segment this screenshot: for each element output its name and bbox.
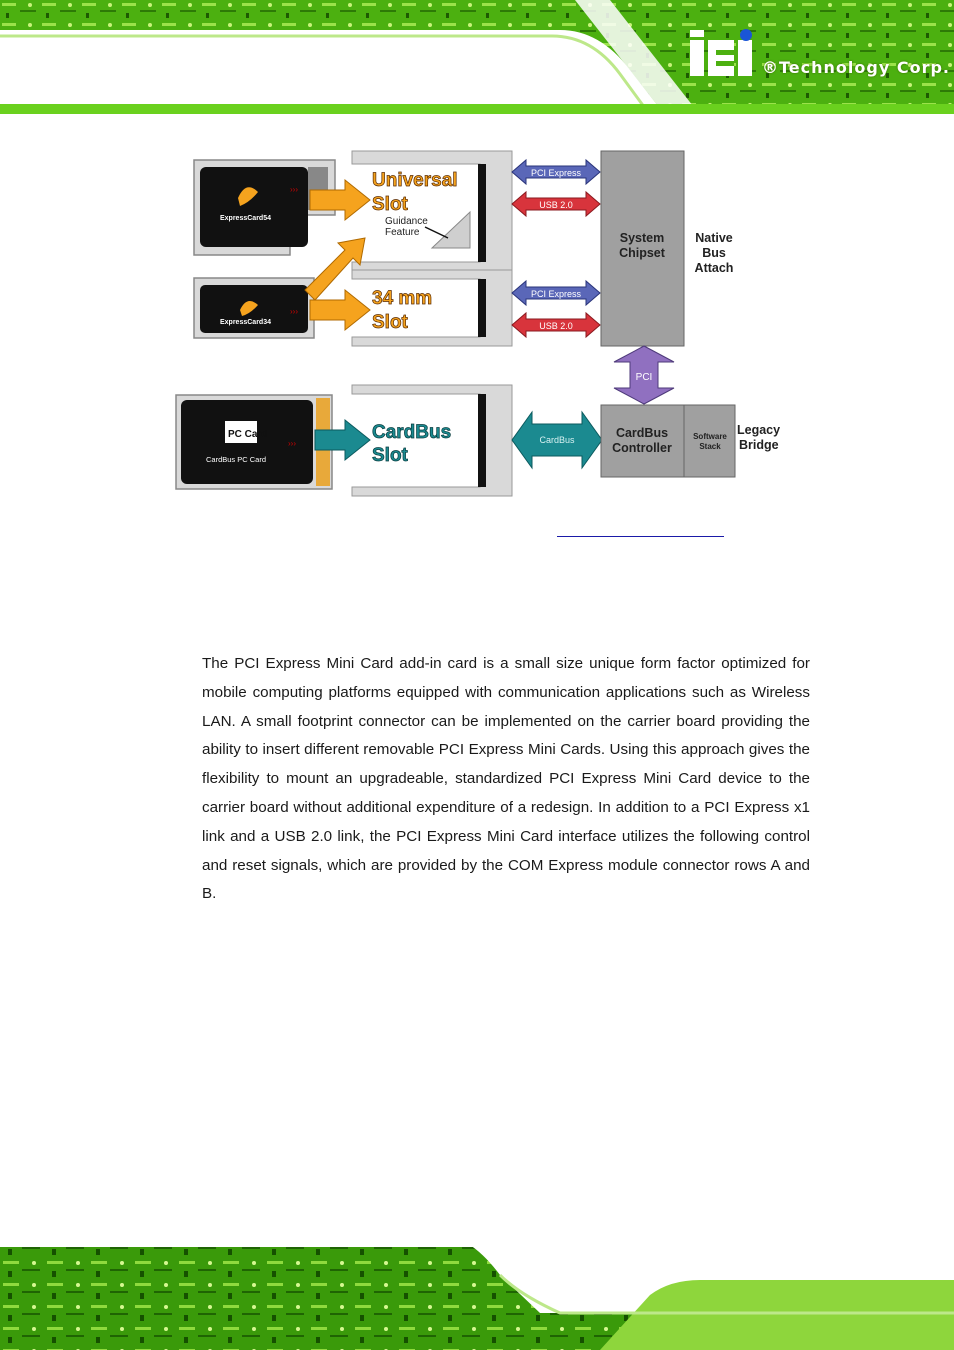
expresscard54-label: ExpressCard54 bbox=[220, 215, 271, 222]
cardbus-link-label: CardBus bbox=[539, 435, 575, 445]
body-paragraph: The PCI Express Mini Card add-in card is… bbox=[202, 655, 810, 903]
usb-link-2 bbox=[511, 311, 601, 339]
usb-label-1: USB 2.0 bbox=[539, 200, 573, 210]
pci-express-label-2: PCI Express bbox=[531, 289, 582, 299]
universal-slot-label-2: Slot bbox=[372, 194, 409, 215]
native-bus-label: Native bbox=[695, 231, 733, 245]
cardbus-controller-block bbox=[600, 404, 685, 478]
footer-banner bbox=[0, 1235, 954, 1350]
iei-logo bbox=[690, 29, 752, 76]
guidance-label-2: Feature bbox=[385, 227, 420, 238]
universal-slot-label: Universal bbox=[372, 170, 458, 191]
arrow-marks-icon: ››› bbox=[290, 185, 298, 194]
cardbus-controller-label: CardBus bbox=[616, 426, 668, 440]
express-logo-icon bbox=[240, 301, 258, 316]
pc-card-label: CardBus PC Card bbox=[206, 455, 266, 464]
native-bus-label-3: Attach bbox=[695, 261, 734, 275]
cardbus-slot-label-2: Slot bbox=[372, 445, 409, 466]
arrow-icon bbox=[309, 288, 371, 332]
pci-link bbox=[613, 345, 675, 405]
arrow-marks-icon: ››› bbox=[290, 307, 298, 316]
pc-card-logo-text: PC Card bbox=[228, 429, 267, 440]
guidance-label: Guidance bbox=[385, 216, 428, 227]
pc-card-logo-icon bbox=[225, 421, 257, 443]
software-stack-label: Software bbox=[693, 432, 727, 441]
pc-card: PC Card CardBus PC Card ››› bbox=[175, 394, 333, 490]
circuit-board-header-image bbox=[0, 0, 954, 115]
legacy-bridge-label: Legacy bbox=[737, 423, 780, 437]
usb-link-1 bbox=[511, 190, 601, 218]
expresscard34-label: ExpressCard34 bbox=[220, 319, 271, 326]
pci-link-label: PCI bbox=[636, 372, 653, 383]
pci-express-link-1 bbox=[511, 158, 601, 186]
arrow-icon bbox=[309, 178, 371, 222]
header-banner: ®Technology Corp. bbox=[0, 0, 954, 115]
cardbus-controller-label-2: Controller bbox=[612, 441, 672, 455]
expresscard54-card: ExpressCard54 ››› bbox=[193, 159, 336, 256]
legacy-bridge-label-2: Bridge bbox=[739, 438, 779, 452]
system-chipset-label: System bbox=[620, 231, 664, 245]
software-stack-label-2: Stack bbox=[699, 442, 721, 451]
software-stack-block bbox=[683, 404, 736, 478]
circuit-board-footer-image bbox=[0, 1235, 954, 1350]
arrow-icon bbox=[304, 237, 366, 301]
pci-express-label-1: PCI Express bbox=[531, 168, 582, 178]
arrow-marks-icon: ››› bbox=[288, 439, 296, 448]
express-logo-icon bbox=[238, 187, 258, 206]
pci-express-link-2 bbox=[511, 279, 601, 307]
company-name: ®Technology Corp. bbox=[762, 58, 950, 77]
caption-underline bbox=[557, 536, 724, 537]
34mm-slot-label: 34 mm bbox=[372, 288, 432, 309]
system-chipset-block bbox=[600, 150, 685, 347]
expresscard34-card: ExpressCard34 ››› bbox=[193, 277, 315, 339]
34mm-slot-label-2: Slot bbox=[372, 312, 409, 333]
native-bus-label-2: Bus bbox=[702, 246, 726, 260]
cardbus-slot-label: CardBus bbox=[372, 422, 451, 443]
system-chipset-label-2: Chipset bbox=[619, 246, 666, 260]
usb-label-2: USB 2.0 bbox=[539, 321, 573, 331]
expresscard-diagram: ExpressCard54 ››› ExpressCard34 ››› PC C… bbox=[170, 140, 800, 505]
arrow-icon bbox=[314, 418, 371, 462]
